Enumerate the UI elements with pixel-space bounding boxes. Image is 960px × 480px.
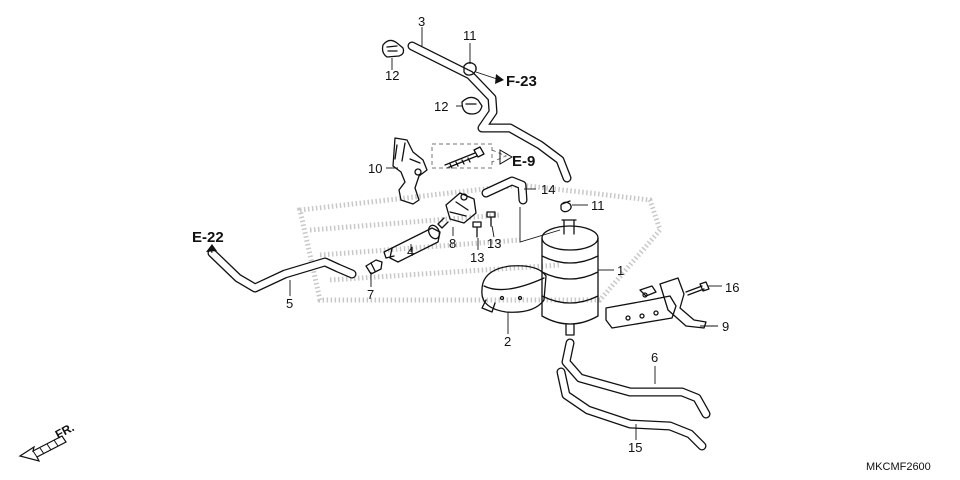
front-arrow: FR. <box>18 420 76 462</box>
reference-arrows <box>206 74 513 254</box>
callout-5: 5 <box>286 296 293 311</box>
callout-16: 16 <box>725 280 739 295</box>
callout-11-lower: 11 <box>591 198 605 213</box>
valve-part-8 <box>437 192 477 229</box>
bracket-part-10 <box>392 137 428 205</box>
bracket-part-9 <box>605 277 707 329</box>
tube-part-6 <box>561 338 711 419</box>
bolt-near-10 <box>444 146 485 169</box>
diagram-code: MKCMF2600 <box>866 461 931 473</box>
reference-e22: E-22 <box>192 229 224 246</box>
callout-8: 8 <box>449 236 456 251</box>
screw-part-13-left <box>472 221 482 238</box>
canister-part-1 <box>541 219 599 336</box>
e22-arrow-icon <box>206 244 217 252</box>
tube-part-5 <box>207 248 357 293</box>
hose-part-14 <box>481 176 528 205</box>
callout-12-lower: 12 <box>434 99 448 114</box>
clip-part-11-upper <box>463 62 477 76</box>
e9-arrow-icon <box>499 149 513 165</box>
callout-1: 1 <box>617 263 624 278</box>
watermark <box>296 182 663 303</box>
band-part-2 <box>481 265 547 313</box>
tube-part-3 <box>407 41 572 183</box>
front-arrow-icon <box>18 435 67 462</box>
callout-4: 4 <box>407 244 414 259</box>
fitting-part-4 <box>383 224 441 263</box>
callout-15: 15 <box>628 440 642 455</box>
leader-lines <box>289 27 722 440</box>
callout-3: 3 <box>418 14 425 29</box>
callout-13-right: 13 <box>487 236 501 251</box>
screw-part-13-right <box>486 211 496 227</box>
callout-2: 2 <box>504 334 511 349</box>
callout-11-upper: 11 <box>463 28 477 43</box>
callout-10: 10 <box>368 161 382 176</box>
reference-e9: E-9 <box>512 153 535 170</box>
callout-12-upper: 12 <box>385 68 399 83</box>
callout-6: 6 <box>651 350 658 365</box>
callout-9: 9 <box>722 319 729 334</box>
callout-13-left: 13 <box>470 250 484 265</box>
clip-part-11-lower <box>560 200 572 213</box>
bolt-part-16 <box>685 281 710 296</box>
joint-part-7 <box>365 259 383 275</box>
e9-reference-frame <box>431 143 508 169</box>
callout-14: 14 <box>541 182 555 197</box>
reference-f23: F-23 <box>506 73 537 90</box>
clamp-part-12-lower <box>461 96 483 115</box>
callout-7: 7 <box>367 287 374 302</box>
clamp-part-12-upper <box>381 39 405 58</box>
f23-arrow-icon <box>495 74 504 84</box>
tube-part-15 <box>556 367 707 451</box>
